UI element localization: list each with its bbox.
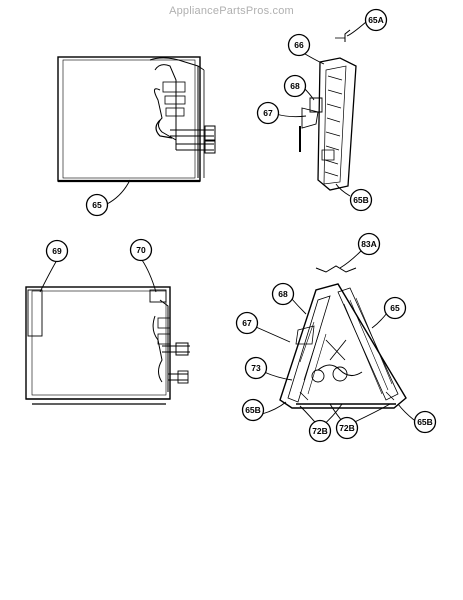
callout-label: 83A [361,239,377,249]
callout-label: 65B [417,417,433,427]
watermark: AppliancePartsPros.com [169,5,294,17]
callout-69: 69 [45,239,69,263]
callout-label: 65B [353,195,369,205]
callout-65b-left: 65B [241,398,265,422]
coil-front-view-middle [25,286,190,405]
callout-label: 72B [312,426,328,436]
callout-72b-left: 72B [308,419,332,443]
callout-66: 66 [287,33,311,57]
callout-label: 65 [390,303,400,313]
callout-label: 69 [52,246,62,256]
coil-front-view-top [57,56,216,183]
callout-label: 65A [368,15,384,25]
callout-65: 65 [85,193,109,217]
callout-label: 67 [263,108,273,118]
callout-65-right: 65 [383,296,407,320]
callout-73: 73 [244,356,268,380]
callout-label: 72B [339,423,355,433]
callout-label: 67 [242,318,252,328]
leader-lines [39,21,415,429]
callout-label: 68 [290,81,300,91]
coil-side-view-top [299,29,357,191]
callout-65b-top: 65B [349,188,373,212]
callout-label: 66 [294,40,304,50]
callout-label: 70 [136,245,146,255]
callout-65a: 65A [364,8,388,32]
a-coil-assembly [279,265,407,409]
callout-83a: 83A [357,232,381,256]
callout-67-top: 67 [256,101,280,125]
callout-label: 65 [92,200,102,210]
callout-68-top: 68 [283,74,307,98]
callout-67-bottom: 67 [235,311,259,335]
callout-label: 73 [251,363,261,373]
callout-65b-right: 65B [413,410,437,434]
callout-70: 70 [129,238,153,262]
callout-label: 65B [245,405,261,415]
callout-68-bottom: 68 [271,282,295,306]
callout-72b-right: 72B [335,416,359,440]
callout-label: 68 [278,289,288,299]
